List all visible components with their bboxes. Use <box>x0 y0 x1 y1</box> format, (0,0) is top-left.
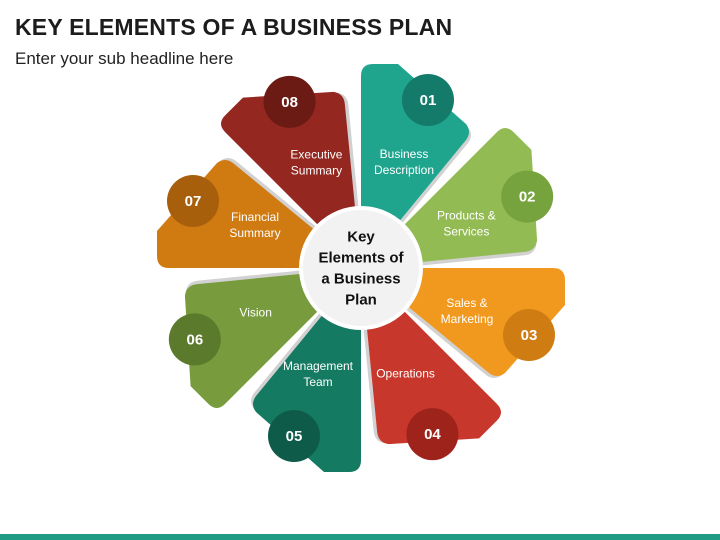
number-badge <box>406 408 459 461</box>
number-badge <box>503 309 555 361</box>
number-badge <box>268 410 320 462</box>
bottom-accent-bar <box>0 534 720 540</box>
number-badge <box>263 75 316 128</box>
petal-number: 01 <box>420 92 437 109</box>
number-badge <box>167 175 219 227</box>
petal-label: Products &Services <box>437 208 496 238</box>
petal-number: 08 <box>281 94 298 111</box>
page-subtitle: Enter your sub headline here <box>15 49 234 68</box>
petal-number: 07 <box>185 193 202 210</box>
petal-number: 06 <box>186 331 203 348</box>
petal-number: 03 <box>521 327 538 344</box>
number-badge <box>402 74 454 126</box>
petal-label: Operations <box>376 366 435 380</box>
page-title: KEY ELEMENTS OF A BUSINESS PLAN <box>15 14 453 40</box>
petal-number: 02 <box>519 189 536 206</box>
number-badge <box>168 313 221 366</box>
number-badge <box>501 170 554 223</box>
petal-number: 04 <box>424 426 441 443</box>
petal-label: Vision <box>239 306 271 320</box>
petal-label: Sales &Marketing <box>441 296 494 326</box>
petal-number: 05 <box>286 428 303 445</box>
